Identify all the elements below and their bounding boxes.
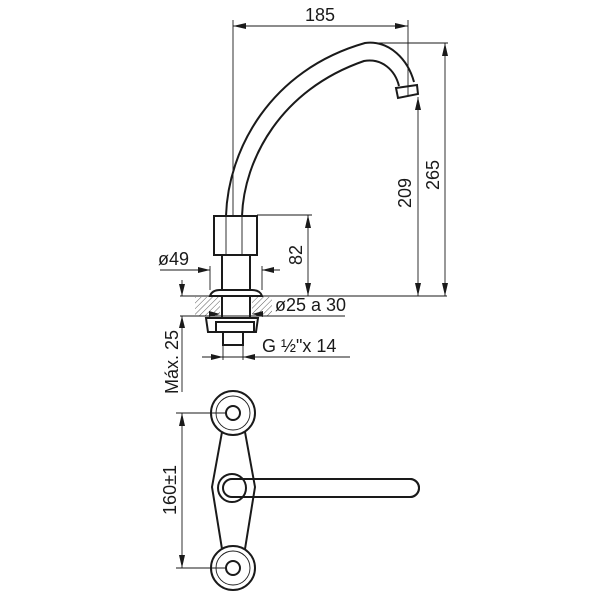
dim-82-label: 82 <box>286 245 306 265</box>
faucet-body <box>208 215 264 297</box>
dim-265-label: 265 <box>423 160 443 190</box>
spout <box>225 41 420 217</box>
dim-49-label: ø49 <box>158 249 189 269</box>
dimension-185: 185 <box>232 5 409 215</box>
dimension-hole-diameter: ø25 a 30 <box>209 295 346 317</box>
dim-max-25-label: Máx. 25 <box>162 330 182 394</box>
dimension-thread: G ½"x 14 <box>202 336 350 360</box>
dim-209-label: 209 <box>395 178 415 208</box>
dimension-max-25: Máx. 25 <box>162 280 185 394</box>
dim-thread-label: G ½"x 14 <box>262 336 336 356</box>
dimension-82: 82 <box>257 214 312 296</box>
dimension-209: 209 <box>395 97 421 296</box>
dim-hole-label: ø25 a 30 <box>275 295 346 315</box>
dimension-265: 265 <box>370 42 448 296</box>
dimension-160: 160±1 <box>160 412 226 569</box>
dimension-diameter-49: ø49 <box>158 249 280 290</box>
plan-view <box>210 390 420 591</box>
dim-160-label: 160±1 <box>160 465 180 515</box>
dim-185-label: 185 <box>305 5 335 25</box>
countertop-section <box>180 295 447 346</box>
